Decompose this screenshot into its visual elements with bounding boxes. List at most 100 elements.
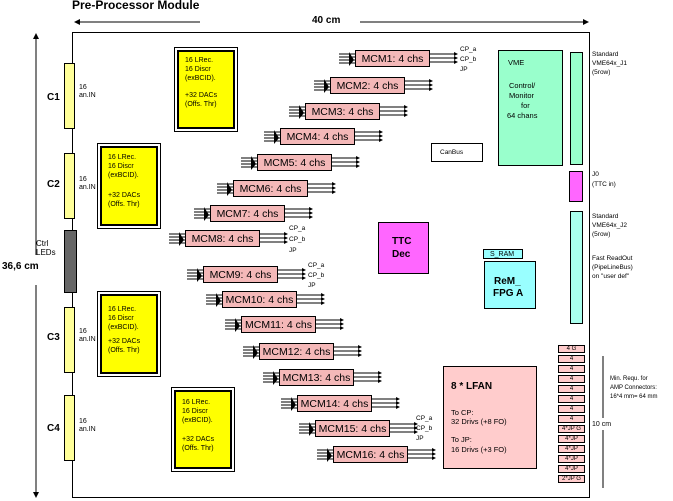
receiver-box-2: 16 LRec. 16 Discr (exBCID). +32 DACs (Of… [97,143,161,229]
rem-line: FPG A [493,288,524,299]
mcm-output-arrow [321,297,325,301]
mcm-block-12: MCM12: 4 chs [259,343,334,360]
mcm-output-arrow [284,236,288,240]
mcm-output-arrow [356,160,360,164]
mcm-output-arrow [454,60,458,64]
pin-cell: 4*JP [558,455,585,463]
mcm-output-arrow [396,405,400,409]
mcm-output-arrow [396,397,400,401]
cp-a-label-mcm8: CP_a [289,225,306,232]
receiver-line: (exBCID). [182,417,213,424]
width-label: 40 cm [312,15,341,26]
c3-label: C3 [47,332,60,343]
mcm-input-arrow [251,156,256,170]
mcm-output-arrow [454,52,458,56]
mcm-block-5: MCM5: 4 chs [257,154,332,171]
cp-b-label-top: CP_b [460,56,477,63]
vme-line: for [521,101,530,110]
receiver-line: 16 LRec. [108,306,137,313]
mcm-label: MCM16: 4 chs [336,448,405,461]
pin-cell: 4 [558,385,585,393]
mcm-label: MCM3: 4 chs [311,105,374,118]
vme-line: Control/ [509,81,536,90]
mcm-input-arrow [291,397,296,411]
receiver-box-4: 16 LRec. 16 Discr (exBCID). +32 DACs (Of… [171,387,235,472]
mcm-output-arrow [414,422,418,426]
mcm-output-arrow [414,426,418,430]
mcm-output-arrow [332,186,336,190]
receiver-line: 16 LRec. [182,399,211,406]
mcm-input-arrow [179,232,184,246]
vme64x-j1-connector [570,52,583,165]
cp-b-label-bottom: CP_b [416,425,433,432]
mcm-label: MCM9: 4 chs [209,268,272,281]
mcm-output-arrow [358,353,362,357]
mcm-input-arrow [327,448,332,462]
pin-cell: 4*JP G [558,425,585,433]
receiver-box-1: 16 LRec. 16 Discr (exBCID). +32 DACs (Of… [174,47,238,132]
fast-readout-label: on "user def" [592,273,630,280]
mcm-block-9: MCM9: 4 chs [203,266,278,283]
receiver-line: (exBCID). [108,324,139,331]
mcm-block-16: MCM16: 4 chs [333,446,408,463]
mcm-output-arrow [379,130,383,134]
min-req-label: AMP Connectors: [610,385,657,391]
receiver-line: (Offs. Thr) [185,101,217,108]
lfan-line: 32 Drivs (+8 FO) [451,417,507,426]
receiver-line: 16 LRec. [108,154,137,161]
vme64x-j2-connector [570,211,583,324]
mcm-input-arrow [204,207,209,221]
mcm-label: MCM8: 4 chs [191,232,254,245]
mcm-output-arrow [379,134,383,138]
pin-cell: 4*JP [558,465,585,473]
mcm-output-arrow [340,322,344,326]
mcm-output-arrow [302,272,306,276]
receiver-line: (Offs. Thr) [108,347,140,354]
mcm-block-4: MCM4: 4 chs [280,128,355,145]
receiver-line: +32 DACs [185,92,218,99]
mcm-block-14: MCM14: 4 chs [297,395,372,412]
mcm-input-arrow [273,371,278,385]
mcm-output-arrow [309,207,313,211]
mcm-block-13: MCM13: 4 chs [279,369,354,386]
j0-label: (TTC in) [592,181,616,188]
mcm-label: MCM10: 4 chs [225,293,294,306]
c3-sub: 16 an.IN [79,328,96,344]
mcm-label: MCM4: 4 chs [286,130,349,143]
mcm-output-arrow [356,164,360,168]
mcm-output-arrow [404,109,408,113]
mcm-output-arrow [404,105,408,109]
cp-a-label-top: CP_a [460,46,477,53]
mcm-output-arrow [321,293,325,297]
canbus-label: CanBus [440,149,464,156]
mcm-output-arrow [340,326,344,330]
pin-cell: 4 [558,415,585,423]
jp-label-mcm8: JP [289,247,297,254]
mcm-label: MCM5: 4 chs [263,156,326,169]
receiver-line: 16 Discr [108,163,134,170]
mcm-output-arrow [378,375,382,379]
mcm-label: MCM14: 4 chs [300,397,369,410]
c1-sub: 16 an.IN [79,84,96,100]
receiver-line: 16 Discr [185,66,211,73]
ctrl-leds-label: Ctrl LEDs [36,239,56,257]
j1-label: (5row) [592,69,611,76]
c2-sub: 16 an.IN [79,176,96,192]
c1-label: C1 [47,92,60,103]
jp-label-mcm9: JP [308,282,316,289]
receiver-line: 16 Discr [182,408,208,415]
j1-label: VME64x_J1 [592,60,628,67]
mcm-block-10: MCM10: 4 chs [222,291,297,308]
mcm-output-arrow [309,211,313,215]
height-label: 36,6 cm [2,261,39,272]
mcm-input-arrow [253,345,258,359]
vme-control-block: VME Control/ Monitor for 64 chans [498,50,563,166]
ttc-dec-block: TTC Dec [378,222,429,274]
mcm-output-arrow [378,379,382,383]
ten-cm-label: 10 cm [592,421,612,428]
rem-line: ReM_ [494,276,521,287]
j2-label: VME64x_J2 [592,222,628,229]
receiver-line: (exBCID). [108,172,139,179]
mcm-output-arrow [432,448,436,452]
